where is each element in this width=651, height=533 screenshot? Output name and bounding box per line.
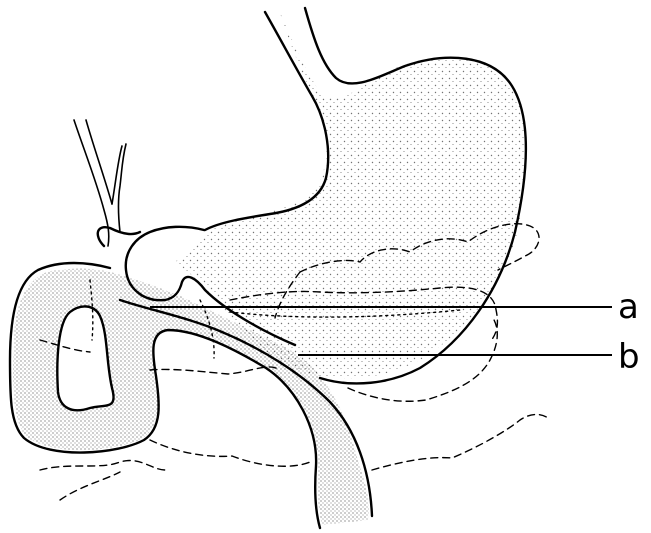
bile-duct: [74, 120, 140, 246]
label-a: a: [618, 287, 639, 327]
label-b: b: [618, 337, 640, 377]
